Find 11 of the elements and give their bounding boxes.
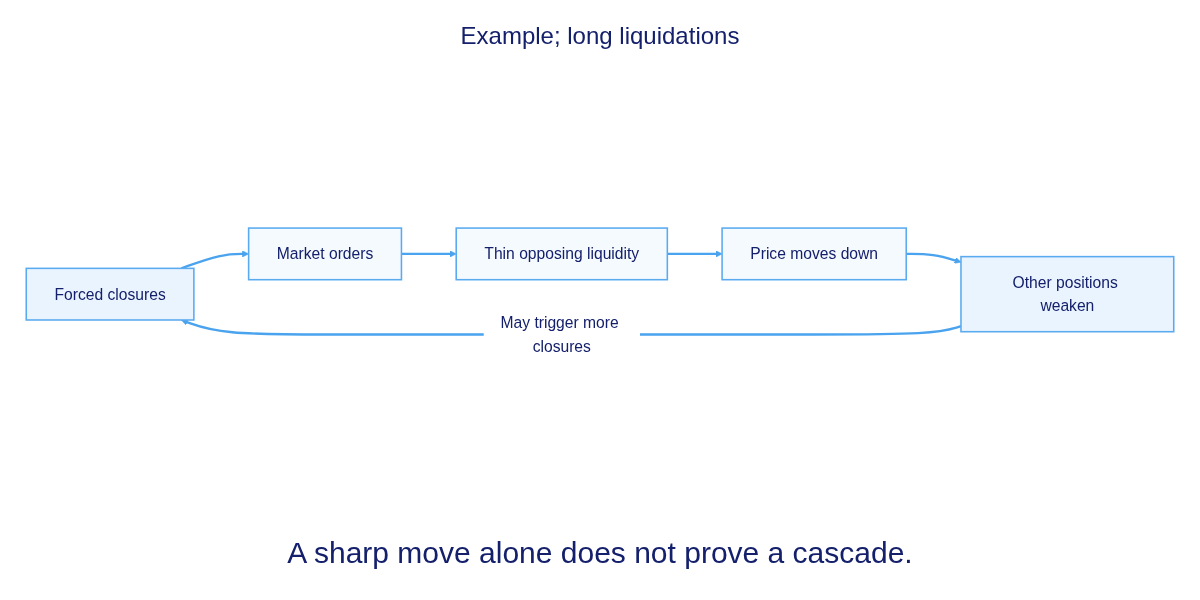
title: Example; long liquidations [460, 22, 740, 50]
node-box: Other positions weaken [960, 255, 1175, 333]
arrow [180, 250, 249, 270]
arrow [667, 250, 723, 258]
node-box: Thin opposing liquidity [455, 227, 669, 281]
edge-label: May trigger more closures [500, 314, 619, 355]
caption: A sharp move alone does not prove a cascade. [287, 536, 913, 570]
node-box: Market orders [247, 227, 403, 281]
node-box: Forced closures [25, 267, 195, 321]
node-box: Price moves down [721, 227, 907, 281]
arrow [401, 250, 457, 258]
